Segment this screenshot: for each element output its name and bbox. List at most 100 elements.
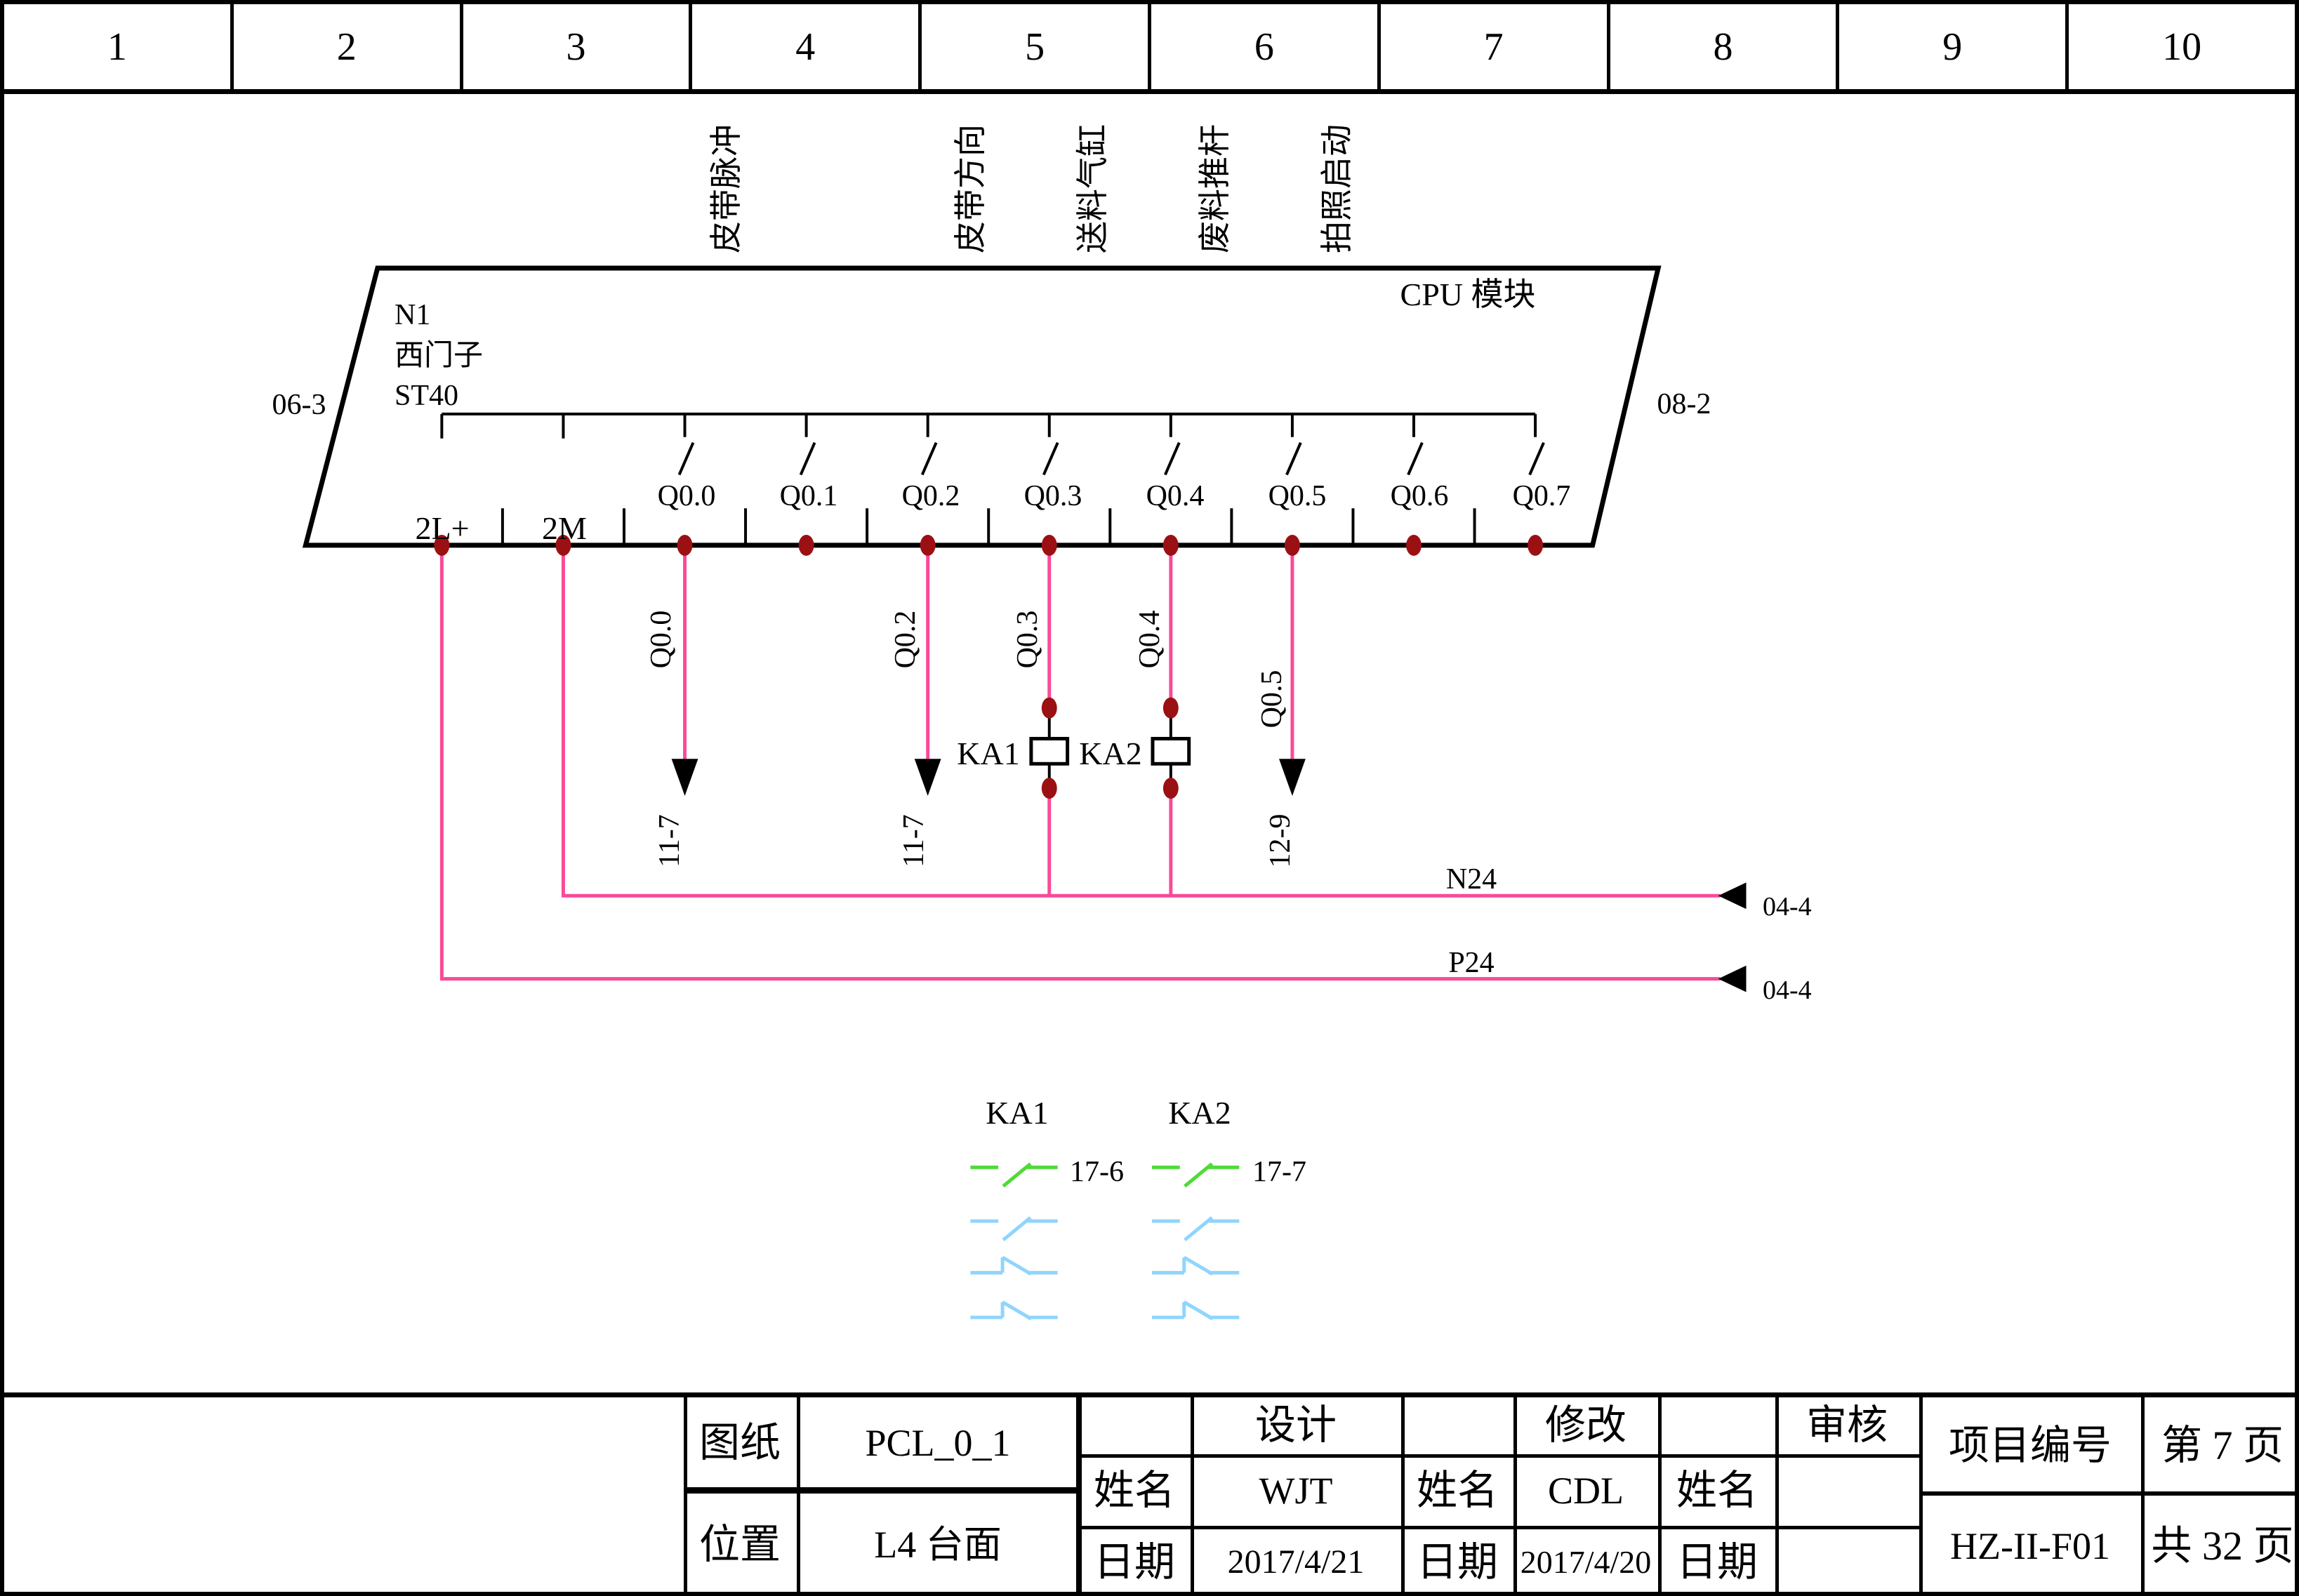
left-arrow [1718,882,1747,910]
cpu-module-outline [302,265,1662,548]
terminal-label: Q0.1 [779,480,838,512]
relay-coil-ka1 [1029,736,1070,766]
wire-n24 [561,545,1721,898]
titleblock-divider [1401,1397,1405,1592]
titleblock-location-value: L4 台面 [874,1524,1002,1566]
wire-arrows [671,759,1747,992]
titleblock-divider [797,1397,800,1592]
terminal-label: Q0.2 [901,480,960,512]
module-ref-right: 08-2 [1657,388,1711,420]
cross-ref-location: 17-7 [1252,1156,1306,1188]
ruler-cell: 4 [692,4,922,89]
wire-label: Q0.3 [1012,610,1044,669]
ruler-cell: 5 [922,4,1151,89]
connection-dots [434,534,1544,799]
ruler-number: 9 [1942,25,1963,69]
titleblock-sheet-label: 图纸 [698,1420,781,1465]
down-arrow [914,759,941,797]
ruler-number: 7 [1483,25,1504,69]
wire-label: Q0.4 [1134,610,1166,669]
module-device-id: N1 [395,299,431,331]
titleblock-divider [1076,1397,1082,1592]
ruler-cell: 3 [463,4,693,89]
module-brand: 西门子 [395,340,484,372]
function-label: 皮带脉冲 [708,124,744,253]
titleblock-revise-name-label: 姓名 [1416,1468,1499,1513]
ruler-cell: 10 [2069,4,2295,89]
ruler-number: 8 [1713,25,1733,69]
terminal-label: Q0.5 [1268,480,1327,512]
titleblock-divider [1658,1397,1662,1592]
relay-coil-label-ka2: KA2 [1079,736,1142,771]
ruler-cell: 2 [234,4,463,89]
terminal-label: 2M [542,510,587,546]
wire-label: Q0.0 [645,610,677,669]
cross-ref-location: 17-6 [1070,1156,1124,1188]
wire-label: Q0.5 [1256,670,1288,729]
contact-spare [1151,1216,1240,1242]
relay-coils [1029,707,1191,789]
ruler-cell: 6 [1151,4,1381,89]
contact-spare [970,1216,1058,1242]
continuation-ref: 04-4 [1763,976,1812,1005]
column-ruler: 1 2 3 4 5 6 7 8 9 10 [4,4,2295,94]
titleblock-revise-date: 2017/4/20 [1520,1544,1652,1580]
ruler-number: 6 [1254,25,1274,69]
module-model: ST40 [395,380,459,412]
titleblock-revise-date-label: 日期 [1416,1539,1499,1585]
titleblock-divider [2141,1397,2145,1592]
wire-p24 [439,545,1721,981]
titleblock-design-date: 2017/4/21 [1227,1543,1365,1581]
titleblock-review-name-label: 姓名 [1676,1468,1758,1513]
titleblock-divider [1775,1397,1779,1592]
titleblock-revise-name: CDL [1548,1470,1624,1512]
titleblock-page-number: 第 7 页 [2161,1423,2284,1468]
wire-dest-ref: 11-7 [898,814,930,867]
wire-dest-ref: 12-9 [1264,813,1297,868]
terminal-label: Q0.6 [1390,480,1449,512]
titleblock-divider [1513,1397,1517,1592]
contact-spare [970,1301,1058,1321]
ruler-number: 10 [2162,25,2202,69]
titleblock-divider [1191,1397,1194,1592]
function-label: 送料气缸 [1075,124,1111,253]
contact-cross-ref-symbols [970,1162,1240,1321]
titleblock-design-name-label: 姓名 [1093,1468,1176,1513]
terminal-label: Q0.4 [1146,480,1205,512]
schematic-linework [302,265,1747,1321]
titleblock-page-total: 共 32 页 [2151,1523,2294,1569]
titleblock-divider [4,1392,2295,1397]
ruler-number: 1 [107,25,127,69]
titleblock-location-label: 位置 [698,1522,781,1567]
cross-ref-header: KA1 [986,1095,1049,1131]
ruler-number: 3 [566,25,586,69]
contact-used [970,1162,1058,1188]
function-label: 皮带方向 [953,124,988,253]
titleblock-divider [1078,1526,1919,1529]
module-ref-left: 06-3 [272,389,326,421]
bus-label-n24: N24 [1445,863,1497,896]
down-arrow [1279,759,1306,797]
titleblock-design-name: WJT [1259,1470,1333,1512]
continuation-ref: 04-4 [1763,892,1812,922]
ruler-cell: 7 [1381,4,1610,89]
relay-coil-ka2 [1151,736,1191,766]
ruler-cell: 8 [1610,4,1840,89]
ruler-number: 4 [795,25,816,69]
ruler-cell: 9 [1839,4,2069,89]
titleblock-divider [1919,1397,1923,1592]
contact-spare [1151,1301,1240,1321]
ruler-number: 5 [1025,25,1045,69]
titleblock-divider [684,1397,687,1592]
left-arrow [1718,965,1747,992]
titleblock-design-title: 设计 [1254,1402,1337,1448]
titleblock-divider [1078,1454,1919,1458]
ruler-number: 2 [336,25,357,69]
module-title: CPU 模块 [1400,277,1536,312]
cross-ref-header: KA2 [1168,1095,1231,1131]
terminal-label: Q0.3 [1023,480,1082,512]
titleblock-project-value: HZ-II-F01 [1950,1525,2110,1567]
terminal-label: Q0.7 [1512,480,1571,512]
relay-coil-label-ka1: KA1 [957,736,1020,771]
